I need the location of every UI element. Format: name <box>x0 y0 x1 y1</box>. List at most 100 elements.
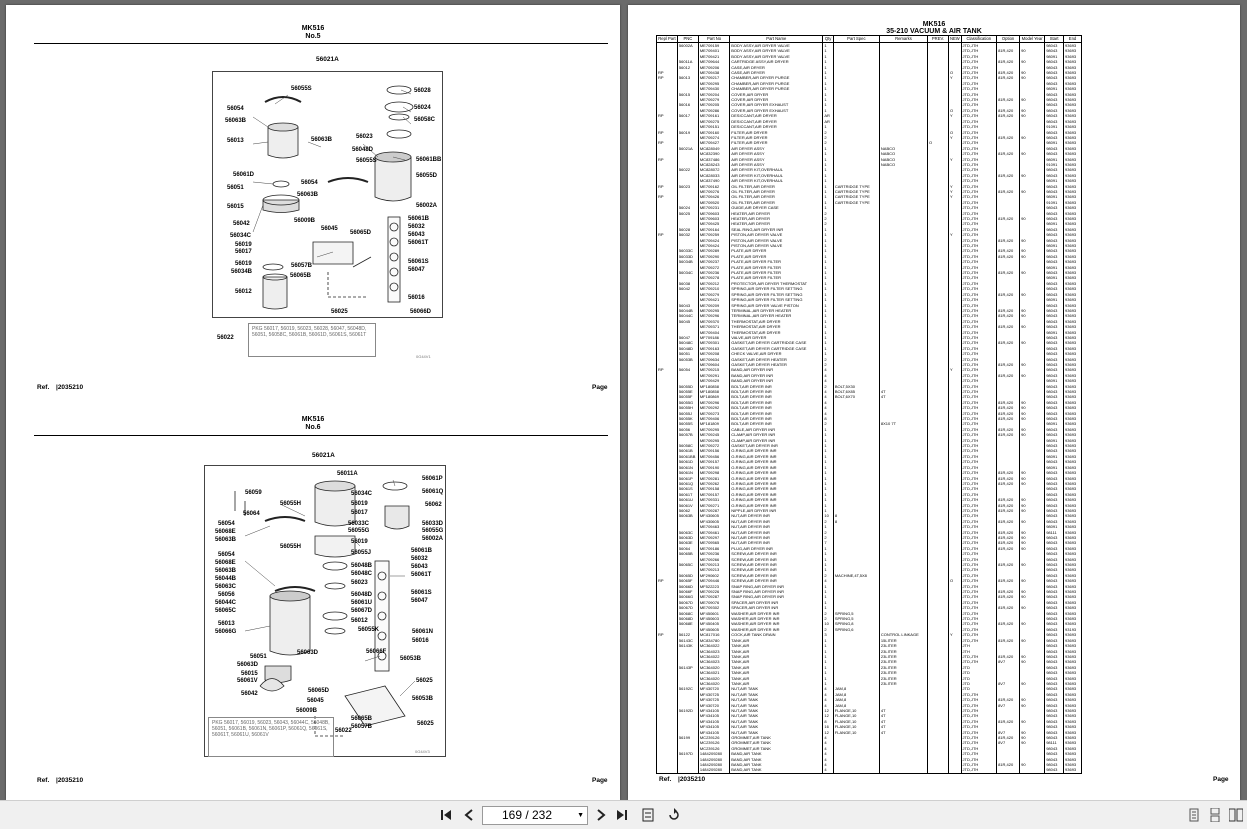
table-cell <box>832 167 880 173</box>
table-cell: 1 <box>822 107 834 114</box>
table-cell <box>927 356 949 362</box>
table-cell: 1 <box>822 48 834 54</box>
single-page-icon[interactable] <box>1187 808 1201 822</box>
table-cell <box>832 378 880 384</box>
table-cell: 23LITER <box>878 675 928 681</box>
fig5-ref-value: |2035210 <box>56 384 84 391</box>
table-cell: 93693 <box>1063 340 1082 346</box>
table-cell: JTD,JTH <box>960 42 997 49</box>
table-cell <box>878 616 928 622</box>
table-cell: ME709262 <box>697 480 730 487</box>
table-cell <box>927 459 949 465</box>
table-cell: JTD,JTH <box>960 280 997 287</box>
fig5-callout-7: 56013 <box>227 138 244 144</box>
skip-last-icon[interactable] <box>614 808 630 822</box>
table-cell: 1 <box>822 264 834 271</box>
table-cell <box>656 324 678 330</box>
table-cell: PLATE,AIR DRYER FILTER <box>729 270 823 276</box>
table-cell <box>656 297 678 303</box>
table-cell <box>996 389 1020 395</box>
fig6-callout-50: 56051 <box>250 654 267 660</box>
table-cell <box>656 167 678 173</box>
table-cell <box>1019 183 1045 189</box>
table-cell <box>947 680 961 687</box>
table-cell <box>1019 259 1045 265</box>
table-cell: JTD <box>960 680 997 687</box>
fig6-callout-2: 56061P <box>422 476 443 482</box>
table-cell <box>996 491 1020 498</box>
table-cell: ME709520 <box>697 199 730 206</box>
table-cell: BOLT,AIR DRYER INR <box>729 405 823 411</box>
table-cell: 93693 <box>1063 556 1082 562</box>
prev-page-icon[interactable] <box>462 808 476 822</box>
table-cell: MF450603 <box>697 616 730 622</box>
table-cell <box>832 470 880 476</box>
table-cell: BOLT,AIR DRYER INR <box>729 399 823 406</box>
table-cell <box>878 243 928 249</box>
two-page-icon[interactable] <box>1228 808 1244 822</box>
next-page-icon[interactable] <box>594 808 608 822</box>
table-cell: JTD,JTH <box>960 691 997 698</box>
table-cell: 93693 <box>1063 745 1082 752</box>
table-cell: O-RING,AIR DRYER INR <box>729 475 823 481</box>
table-cell: HEATER,AIR DRYER <box>729 216 823 222</box>
table-cell: 90 <box>1019 372 1045 379</box>
table-cell: 81R,420 <box>996 59 1020 65</box>
table-cell <box>878 80 928 87</box>
table-cell: 1 <box>822 156 834 162</box>
table-cell <box>878 540 928 546</box>
fig5-assembly-label: 56021A <box>316 56 339 63</box>
table-cell: 56192C <box>676 686 699 692</box>
table-cell: AIR DRYER KIT,OVERHAUL <box>729 178 823 184</box>
table-cell: JTD,JTH <box>960 589 997 595</box>
table-cell <box>996 259 1020 265</box>
fig6-callout-33: 56023 <box>351 580 368 586</box>
table-cell: 93693 <box>1063 59 1082 65</box>
table-cell: TERMINAL,AIR DRYER HEATER <box>729 307 823 314</box>
table-cell <box>878 383 928 389</box>
table-cell <box>878 507 928 514</box>
table-cell: 56063E <box>676 540 699 546</box>
table-cell <box>878 610 928 617</box>
table-cell <box>878 578 928 584</box>
table-cell: 93693 <box>1063 529 1082 535</box>
table-cell <box>996 232 1020 238</box>
table-cell <box>1019 118 1045 125</box>
table-cell: 98043 <box>1044 351 1064 357</box>
page-selector[interactable]: 169 / 232 ▼ <box>482 806 588 825</box>
table-cell: 93693 <box>1063 767 1082 774</box>
table-cell <box>878 372 928 379</box>
table-cell <box>947 405 961 411</box>
table-cell <box>676 264 699 271</box>
table-cell <box>676 626 699 633</box>
fit-page-icon[interactable] <box>640 808 656 822</box>
table-cell <box>878 291 928 298</box>
fig6-callout-54: 56025 <box>416 678 433 684</box>
table-cell <box>947 756 961 763</box>
table-cell: 1 <box>822 545 834 552</box>
table-cell <box>1019 599 1045 606</box>
table-cell <box>676 762 699 768</box>
rotate-icon[interactable] <box>666 808 682 822</box>
table-cell: 81R,420 <box>996 291 1020 298</box>
table-cell: 1 <box>822 324 834 330</box>
table-cell: ME709276 <box>697 188 730 195</box>
table-cell: 1 <box>822 280 834 287</box>
table-cell: 98091 <box>1044 275 1064 281</box>
table-cell: BODY ASSY,AIR DRYER VALVE <box>729 48 823 54</box>
table-cell <box>927 513 949 519</box>
table-cell <box>927 475 949 481</box>
table-cell: JTD,JTH <box>960 221 997 227</box>
table-cell: JTD,JTH <box>960 107 997 114</box>
table-cell: 56065F <box>676 578 699 584</box>
continuous-page-icon[interactable] <box>1208 807 1222 823</box>
skip-first-icon[interactable] <box>438 808 454 822</box>
table-cell <box>656 740 678 746</box>
